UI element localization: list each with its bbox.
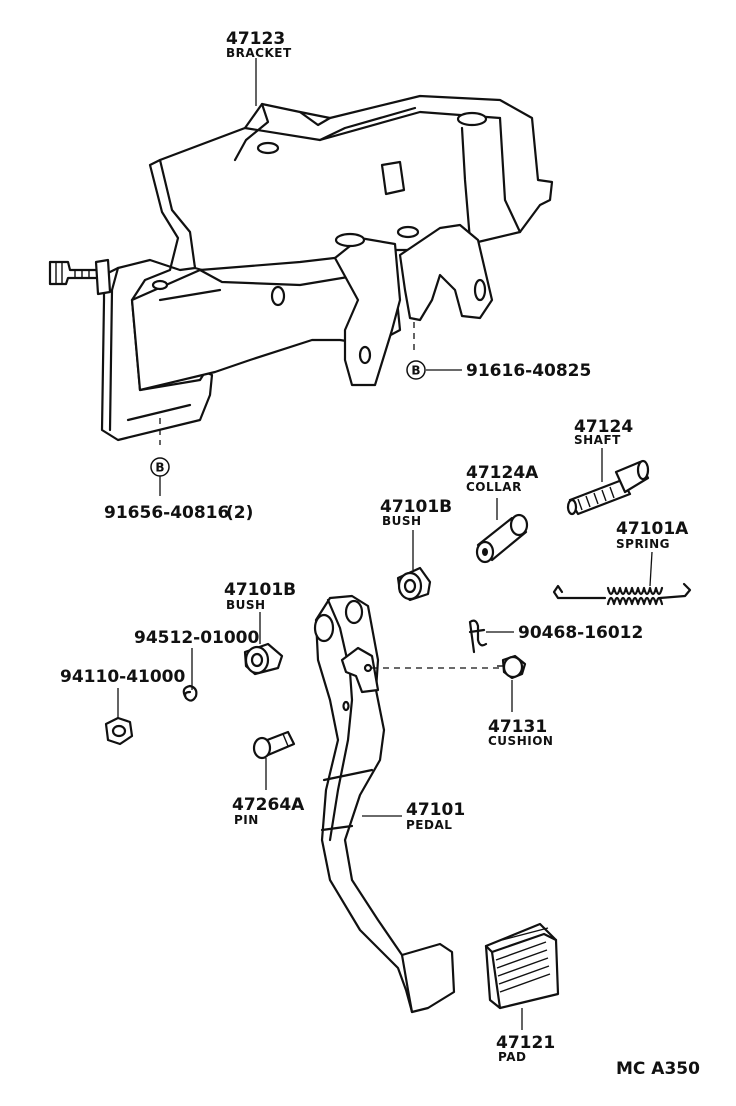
pedal-number: 47101: [406, 800, 465, 820]
washer-drawing: [182, 684, 198, 702]
collar-number: 47124A: [466, 463, 539, 483]
pin-number: 47264A: [232, 795, 305, 815]
figure-code: MC A350: [616, 1059, 700, 1079]
shaft-number: 47124: [574, 417, 633, 437]
nut-drawing: [104, 716, 134, 746]
leader-lines: [117, 58, 653, 1030]
spring-name: SPRING: [616, 537, 670, 551]
pedal-name: PEDAL: [406, 818, 452, 832]
pad-drawing: [484, 922, 560, 1010]
clip-number: 90468-16012: [518, 623, 643, 643]
bush-right-name: BUSH: [382, 514, 422, 528]
cushion-number: 47131: [488, 717, 547, 737]
bolt-b-lower-number: 91656-40816: [104, 503, 229, 523]
bracket-name: BRACKET: [226, 46, 292, 60]
bracket-drawing: [48, 94, 554, 442]
bolt-b-lower-marker: B: [150, 457, 170, 477]
shaft-drawing: [566, 459, 650, 516]
bolt-b-lower-qty: (2): [226, 503, 253, 523]
collar-name: COLLAR: [466, 480, 522, 494]
washer-number: 94512-01000: [134, 628, 260, 648]
bracket-number: 47123: [226, 29, 285, 49]
bush-left-number: 47101B: [224, 580, 296, 600]
bush-right-drawing: [396, 566, 432, 602]
pad-number: 47121: [496, 1033, 555, 1053]
clip-drawing: [468, 619, 488, 654]
bush-right-number: 47101B: [380, 497, 452, 517]
bolt-b-upper-marker: B: [406, 360, 426, 380]
cushion-name: CUSHION: [488, 734, 553, 748]
shaft-name: SHAFT: [574, 433, 621, 447]
pin-drawing: [252, 730, 296, 760]
pad-name: PAD: [498, 1050, 526, 1064]
pedal-drawing: [313, 594, 456, 1014]
nut-number: 94110-41000: [60, 667, 186, 687]
cushion-drawing: [497, 654, 527, 680]
pin-name: PIN: [234, 813, 259, 827]
bolt-b-upper-number: 91616-40825: [466, 361, 591, 381]
bolt-b-lower-marker-letter: B: [155, 461, 164, 475]
spring-number: 47101A: [616, 519, 689, 539]
collar-drawing: [475, 513, 529, 564]
bush-left-name: BUSH: [226, 598, 266, 612]
bush-left-drawing: [243, 642, 284, 676]
spring-drawing: [552, 582, 692, 606]
bolt-b-upper-marker-letter: B: [411, 364, 420, 378]
